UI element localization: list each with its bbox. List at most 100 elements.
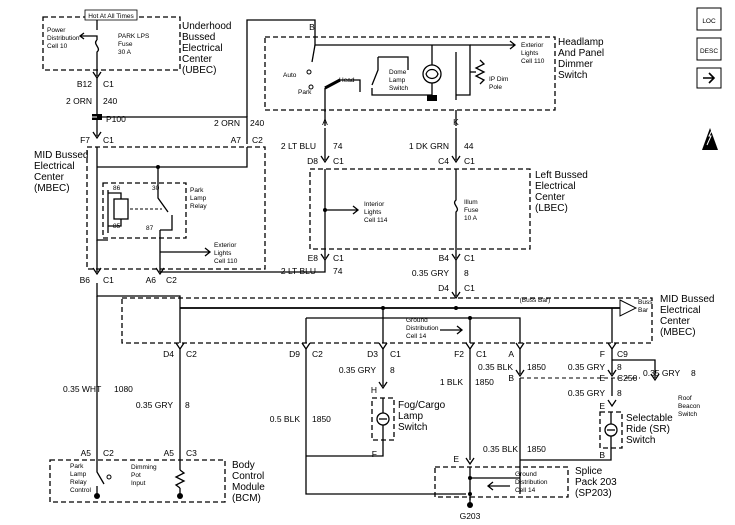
switch-auto: Auto xyxy=(283,72,297,79)
mbec-top-name-3: Center xyxy=(34,172,65,183)
wire-1080: 1080 xyxy=(114,384,133,394)
pin-f7: F7 xyxy=(80,135,90,145)
pin-f-bot: F xyxy=(600,349,605,359)
relay-pin-87: 87 xyxy=(146,225,154,232)
pin-b6: B6 xyxy=(80,275,91,285)
desc-label: DESC xyxy=(700,48,718,55)
mbec-top-name-2: Electrical xyxy=(34,161,75,172)
bcm-name-1: Body xyxy=(232,460,255,471)
headlamp-name-3: Dimmer xyxy=(558,59,594,70)
buss-bar-tag-1: Buss xyxy=(638,299,653,306)
mbec-top-name-4: (MBEC) xyxy=(34,183,70,194)
headlamp-name-1: Headlamp xyxy=(558,37,604,48)
headlamp-name-4: Switch xyxy=(558,70,587,81)
wire-8-f: 8 xyxy=(617,362,622,372)
pin-d9: D9 xyxy=(289,349,300,359)
mbec-ground-ref-2: Distribution xyxy=(406,325,439,332)
pin-f-bot-conn: C9 xyxy=(617,349,628,359)
ubec-name-1: Underhood xyxy=(182,21,231,32)
pin-b12: B12 xyxy=(77,79,92,89)
bcm-relay-ctrl-3: Relay xyxy=(70,479,87,486)
illum-fuse xyxy=(453,169,459,258)
park-lps-fuse-label-2: Fuse xyxy=(118,41,133,48)
lbec-e8-conn: C1 xyxy=(333,253,344,263)
bcm-pin-a5-2: A5 xyxy=(164,448,175,458)
pin-b-a: B xyxy=(508,373,514,383)
wire-1850-f2: 1850 xyxy=(475,377,494,387)
relay-label-3: Relay xyxy=(190,203,207,210)
ip-dim-label-2: Pole xyxy=(489,84,502,91)
selectable-ride-switch: Selectable Ride (SR) Switch xyxy=(599,411,673,449)
mbec-ground-ref-3: Cell 14 xyxy=(406,333,427,340)
p100-label: P100 xyxy=(106,114,126,124)
pin-c4: C4 xyxy=(438,156,449,166)
roof-beacon-3: Switch xyxy=(678,411,698,418)
splice-ground-ref-3: Cell 14 xyxy=(515,487,536,494)
splice-name-1: Splice xyxy=(575,466,603,477)
mbec-ext-ref-2: Lights xyxy=(214,250,232,257)
g203-label: G203 xyxy=(460,511,481,521)
bcm-relay-ctrl-1: Park xyxy=(70,463,84,470)
wire-0-35-gry-f: 0.35 GRY xyxy=(568,362,606,372)
mbec-bottom-box: MID Bussed Electrical Center (MBEC) (Bus… xyxy=(121,294,714,344)
pin-d9-conn: C2 xyxy=(312,349,323,359)
ubec-conn-c1: C1 xyxy=(103,79,114,89)
pin-a-bot: A xyxy=(508,349,514,359)
power-ref-2: Distribution xyxy=(47,35,80,42)
hot-at-all-times-label: Hot At All Times xyxy=(88,13,134,20)
pin-e8: E8 xyxy=(308,253,319,263)
dome-label-3: Switch xyxy=(389,85,409,92)
wire-0-5-blk: 0.5 BLK xyxy=(270,414,301,424)
dome-label-2: Lamp xyxy=(389,77,406,84)
pin-f2-conn: C1 xyxy=(476,349,487,359)
bcm-dimming-3: Input xyxy=(131,480,146,487)
ubec-name-3: Electrical xyxy=(182,43,223,54)
illum-fuse-2: Fuse xyxy=(464,207,479,214)
wire-1850-a: 1850 xyxy=(527,362,546,372)
wire-8-d3: 8 xyxy=(390,365,395,375)
wire-2-orn-left: 2 ORN xyxy=(66,96,92,106)
fog-name-2: Lamp xyxy=(398,411,423,422)
wire-2-orn-right: 2 ORN xyxy=(214,118,240,128)
ground-g203-icon xyxy=(467,497,473,508)
esd-warning-icon xyxy=(702,128,718,150)
headlamp-name-2: And Panel xyxy=(558,48,604,59)
sr-pin-b: B xyxy=(599,450,605,460)
roof-beacon-1: Roof xyxy=(678,395,692,402)
wire-1850-splice: 1850 xyxy=(527,444,546,454)
wire-240-right: 240 xyxy=(250,118,264,128)
pin-a7: A7 xyxy=(231,135,242,145)
legend-desc: DESC xyxy=(696,37,722,61)
relay-label-2: Lamp xyxy=(190,195,207,202)
sr-pin-e: E xyxy=(599,401,605,411)
splice-ground-ref-1: Ground xyxy=(515,471,537,478)
right-arrow-icon xyxy=(696,67,722,89)
mbec-bot-name-1: MID Bussed xyxy=(660,294,714,305)
bcm-relay-ctrl-2: Lamp xyxy=(70,471,87,478)
bcm-name-4: (BCM) xyxy=(232,493,261,504)
wire-8-beacon: 8 xyxy=(691,368,696,378)
wire-0-35-gry-beacon: 0.35 GRY xyxy=(643,368,681,378)
illum-fuse-3: 10 A xyxy=(464,215,478,222)
wire-2-lt-blu-top: 2 LT BLU xyxy=(281,141,316,151)
bcm-conn-2: C3 xyxy=(186,448,197,458)
hs-ext-ref-2: Lights xyxy=(521,50,539,57)
lbec-name-2: Electrical xyxy=(535,181,576,192)
pin-d3: D3 xyxy=(367,349,378,359)
lbec-b4-conn: C1 xyxy=(464,253,475,263)
power-ref-1: Power xyxy=(47,27,66,34)
relay-label-1: Park xyxy=(190,187,204,194)
wire-8-bcm: 8 xyxy=(185,400,190,410)
mbec-bot-name-3: Center xyxy=(660,316,691,327)
mbec-b6-conn: C1 xyxy=(103,275,114,285)
wire-1-blk: 1 BLK xyxy=(440,377,463,387)
ip-dim-label-1: IP Dim xyxy=(489,76,508,83)
splice-pin-e: E xyxy=(453,454,459,464)
park-lps-fuse-label-1: PARK LPS xyxy=(118,33,150,40)
lbec-name-1: Left Bussed xyxy=(535,170,588,181)
wire-44: 44 xyxy=(464,141,474,151)
interior-ref-2: Lights xyxy=(364,209,382,216)
wire-1-dk-grn: 1 DK GRN xyxy=(409,141,449,151)
mbec-top-conn-c1: C1 xyxy=(103,135,114,145)
bcm-name-3: Module xyxy=(232,482,265,493)
